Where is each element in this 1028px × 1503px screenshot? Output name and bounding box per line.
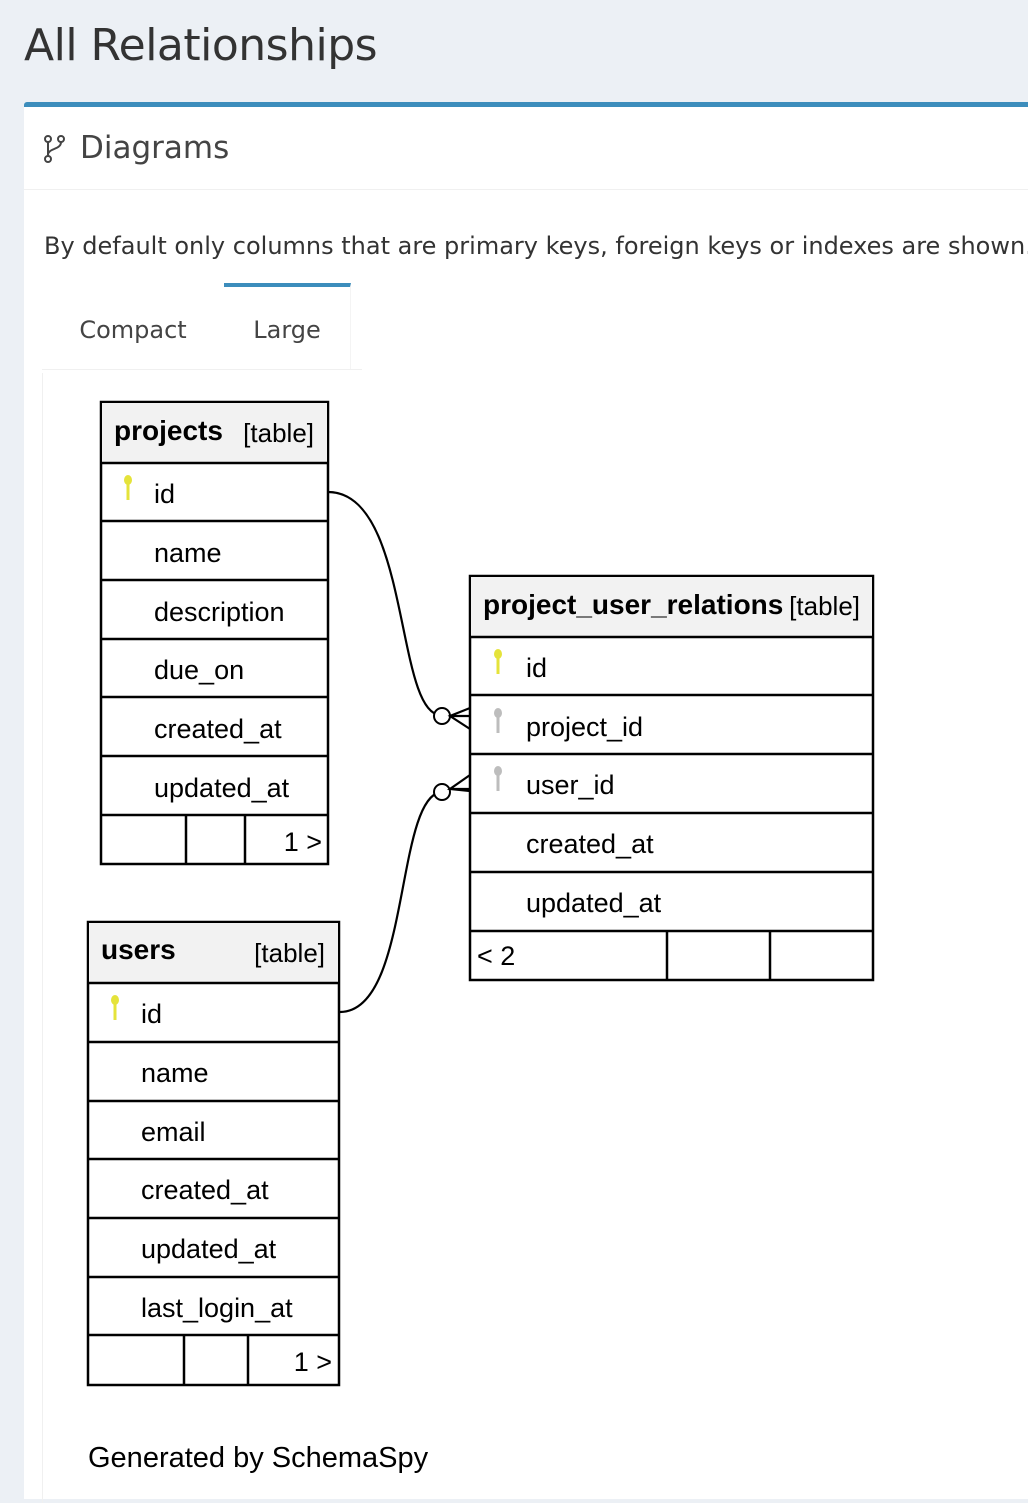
- table-name: projects: [114, 415, 223, 446]
- branch-icon: [44, 135, 65, 163]
- column-name: name: [141, 1058, 209, 1088]
- column-updated-at: updated_at: [141, 1234, 277, 1264]
- generated-by-footer: Generated by SchemaSpy: [88, 1442, 429, 1474]
- box-title: Diagrams: [80, 130, 230, 166]
- tab-large[interactable]: Large: [224, 283, 351, 369]
- column-id: id: [526, 653, 547, 683]
- tab-compact[interactable]: Compact: [42, 287, 225, 369]
- tab-divider: [42, 369, 362, 370]
- diagram-tabs: Compact Large: [42, 283, 362, 373]
- column-id: id: [154, 479, 175, 509]
- column-created-at: created_at: [526, 829, 654, 859]
- box-header: Diagrams: [24, 107, 1028, 190]
- child-count[interactable]: 1 >: [284, 827, 322, 857]
- parent-count[interactable]: < 2: [477, 941, 515, 971]
- column-updated-at: updated_at: [154, 773, 290, 803]
- column-name: name: [154, 538, 222, 568]
- table-name: project_user_relations: [483, 589, 783, 620]
- child-count[interactable]: 1 >: [294, 1347, 332, 1377]
- column-user-id: user_id: [526, 770, 615, 800]
- column-id: id: [141, 999, 162, 1029]
- page-title: All Relationships: [24, 20, 378, 71]
- table-type: [table]: [243, 418, 314, 448]
- column-updated-at: updated_at: [526, 888, 662, 918]
- table-users[interactable]: users [table] id name email created_at u…: [86, 920, 341, 1387]
- column-created-at: created_at: [154, 714, 282, 744]
- table-projects[interactable]: projects [table] id name description due…: [99, 400, 330, 866]
- table-name: users: [101, 934, 176, 965]
- column-last-login-at: last_login_at: [141, 1293, 293, 1323]
- tab-content-border: [42, 373, 43, 1503]
- diagram-note: By default only columns that are primary…: [44, 232, 1028, 260]
- column-email: email: [141, 1117, 206, 1147]
- column-created-at: created_at: [141, 1175, 269, 1205]
- relationship-projects-to-relations: [327, 490, 471, 730]
- column-due-on: due_on: [154, 655, 244, 685]
- relationship-users-to-relations: [339, 774, 471, 1014]
- column-description: description: [154, 597, 285, 627]
- table-project-user-relations[interactable]: project_user_relations [table] id projec…: [468, 574, 875, 982]
- column-project-id: project_id: [526, 712, 643, 742]
- table-type: [table]: [254, 938, 325, 968]
- table-type: [table]: [789, 591, 860, 621]
